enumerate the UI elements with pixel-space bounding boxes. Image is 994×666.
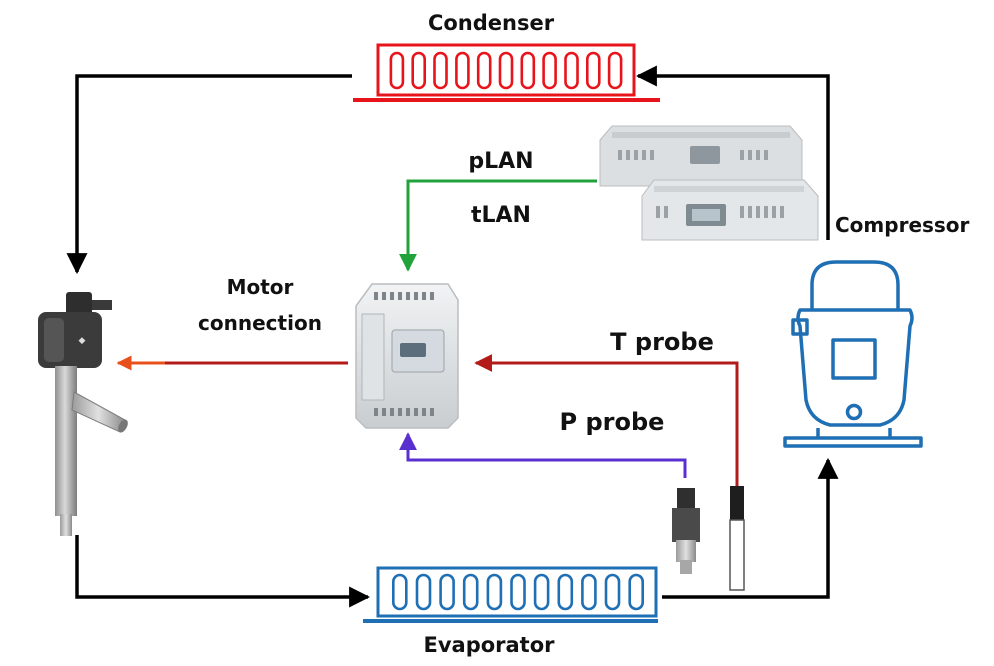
line-valve-to-evaporator — [75, 535, 371, 608]
valve-motor-highlight — [44, 318, 64, 362]
valve-side-pipe — [71, 391, 126, 433]
t-probe-label: T probe — [610, 328, 714, 356]
programmable-controllers — [599, 125, 819, 241]
pressure-transducer-thread — [680, 560, 692, 574]
pressure-probe-connection: P probe — [399, 408, 687, 478]
tlan-label: tLAN — [471, 203, 531, 228]
coil-tube — [486, 573, 503, 611]
coil-tube — [585, 51, 601, 90]
coil-tube — [411, 51, 427, 90]
temperature-probe-cable — [730, 486, 744, 522]
refrigerant-lines — [66, 65, 839, 608]
condenser-coil: Condenser — [353, 11, 660, 102]
electronic-expansion-valve: ◆ — [38, 292, 128, 536]
coil-tube — [542, 51, 557, 90]
condenser-label: Condenser — [428, 11, 555, 35]
valve-connector — [66, 292, 92, 316]
plan-label: pLAN — [468, 149, 533, 174]
coil-tube — [389, 51, 405, 90]
coil-tube — [607, 51, 623, 90]
condenser-tubes — [389, 51, 623, 90]
coil-tube — [439, 573, 455, 611]
valve-cable — [92, 300, 112, 310]
coil-tube — [391, 573, 408, 611]
motor-connection-label-line1: Motor — [227, 275, 294, 299]
coil-tube — [628, 573, 645, 611]
evaporator-coil: Evaporator — [363, 566, 658, 657]
t-probe-line — [474, 354, 739, 486]
pressure-transducer — [672, 488, 700, 574]
coil-tube — [581, 573, 597, 611]
coil-tube — [604, 573, 621, 611]
compressor-label: Compressor — [835, 213, 970, 237]
coil-tube — [433, 51, 448, 90]
evaporator-label: Evaporator — [423, 633, 555, 657]
pressure-transducer-connector — [677, 488, 695, 510]
pressure-transducer-body — [672, 508, 700, 542]
p-probe-label: P probe — [560, 408, 665, 436]
driver-side-panel — [361, 313, 385, 401]
compressor-icon — [783, 260, 923, 448]
valve-pipe-end — [118, 419, 128, 433]
driver-display — [400, 343, 426, 357]
valve-lower-pipe — [60, 514, 72, 536]
driver-terminals-bottom — [374, 408, 434, 416]
coil-tube — [533, 573, 550, 611]
coil-tube — [510, 573, 526, 611]
coil-tube — [476, 51, 492, 90]
coil-tube — [462, 573, 479, 611]
controller-back — [599, 125, 803, 187]
compressor: Compressor — [783, 213, 970, 448]
controller-front — [641, 179, 819, 241]
line-evaporator-to-compressor — [662, 457, 839, 599]
temperature-probe — [729, 486, 745, 591]
valve-body — [55, 366, 77, 516]
coil-tube — [564, 51, 579, 90]
coil-tube — [557, 573, 574, 611]
pressure-transducer-fitting — [676, 540, 696, 562]
evaporator-tubes — [391, 573, 645, 611]
network-line — [399, 179, 597, 272]
coil-tube — [520, 51, 536, 90]
valve-logo-icon: ◆ — [79, 336, 86, 346]
temperature-probe-sensor — [729, 519, 745, 591]
p-probe-line — [399, 432, 687, 478]
driver-terminals-top — [374, 292, 434, 300]
line-compressor-to-condenser — [635, 65, 830, 240]
temperature-probe-connection: T probe — [474, 328, 739, 486]
coil-tube — [455, 51, 470, 90]
motor-connection: Motor connection — [116, 275, 348, 371]
network-connection: pLAN tLAN — [399, 149, 597, 272]
condenser-frame — [376, 43, 636, 97]
evaporator-frame — [376, 566, 658, 618]
motor-connection-label-line2: connection — [198, 311, 322, 335]
coil-tube — [498, 51, 514, 90]
valve-driver-module — [355, 283, 459, 429]
coil-tube — [415, 573, 432, 611]
line-condenser-to-valve — [66, 74, 352, 275]
